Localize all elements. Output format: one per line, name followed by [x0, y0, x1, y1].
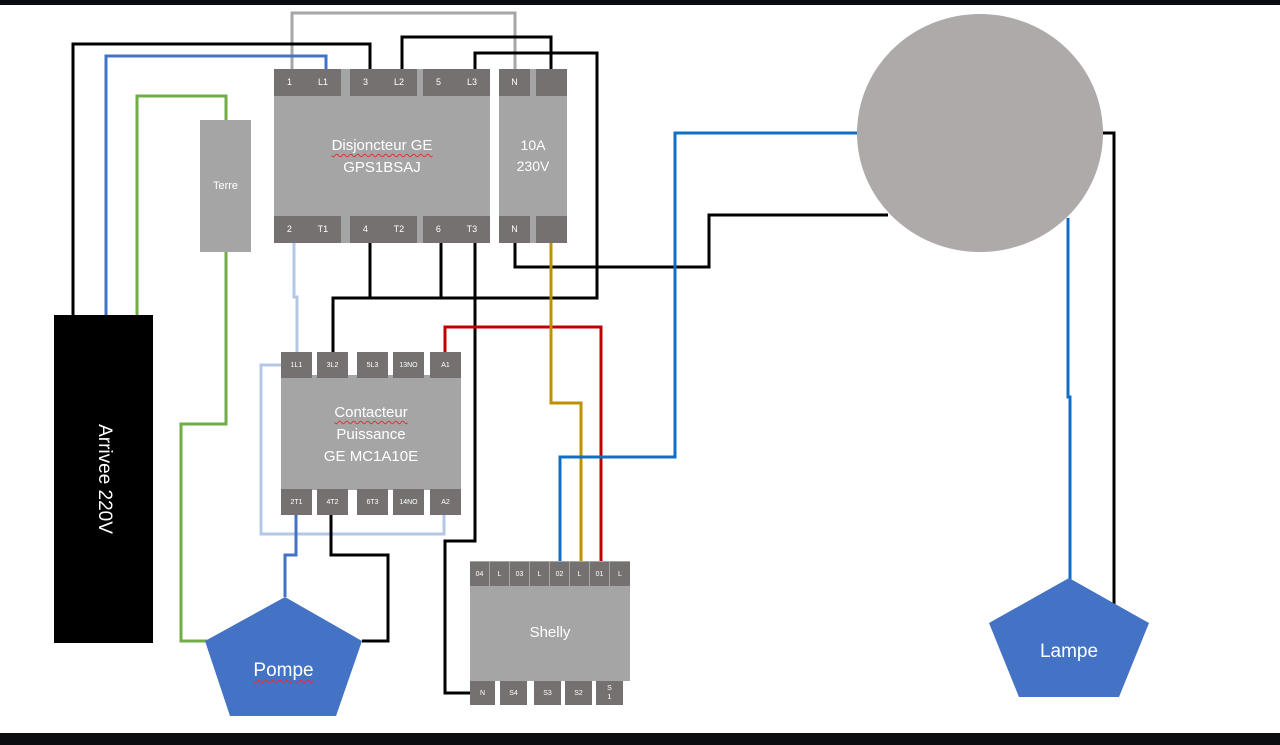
top-frame-bar: [0, 0, 1280, 5]
shelly-label: Shelly: [529, 624, 571, 641]
fuse-label: 10A 230V: [499, 135, 567, 177]
shelly-terminal-s1: S 1: [596, 681, 623, 705]
power-supply-block: Arrivee 220V: [54, 315, 153, 643]
shelly-terminal-o4: 04: [470, 562, 489, 586]
shelly-terminal-n: N: [470, 681, 495, 705]
contactor-terminal-13no: 13NO: [393, 352, 424, 378]
breaker-label-line1: Disjoncteur GE: [274, 135, 490, 157]
contactor-label-line3: GE MC1A10E: [323, 448, 419, 465]
bottom-frame-bar: [0, 733, 1280, 745]
contactor-terminal-3l2: 3L2: [317, 352, 348, 378]
wire-lightblue-2-to-1l1: [292, 240, 299, 352]
pompe-label-text: Pompe: [253, 660, 314, 681]
breaker-terminal-1-l1: 1 L1: [274, 69, 341, 96]
breaker-name: Disjoncteur GE: [331, 137, 433, 154]
wire-green-earth-out: [179, 251, 228, 643]
shelly-terminal-s3: S3: [534, 681, 561, 705]
wire-green-earth-in: [135, 94, 228, 315]
terminal-label: L3: [466, 77, 477, 87]
contactor-terminal-a1: A1: [430, 352, 461, 378]
terminal-label: 6: [435, 224, 441, 234]
breaker-terminal-4-t2: 4 T2: [350, 216, 417, 243]
terminal-label: T2: [393, 224, 405, 234]
wire-grey-neutral: [290, 11, 517, 70]
fuse-terminal-l-top: [536, 69, 567, 96]
contactor-label-line2: Puissance: [336, 426, 406, 443]
terminal-label: 5: [435, 77, 441, 87]
breaker-label-line2: GPS1BSAJ: [343, 159, 421, 176]
lampe-label: Lampe: [1039, 641, 1099, 662]
earth-block: Terre: [200, 120, 251, 252]
contactor-name: Contacteur: [334, 404, 408, 421]
wire-lightblue-loop: [259, 363, 446, 536]
wire-blue-neutral-in: [104, 54, 328, 315]
contactor-terminal-2t1: 2T1: [281, 489, 312, 515]
shelly-terminal-l4: L: [490, 562, 509, 586]
shelly-terminal-l3: L: [530, 562, 549, 586]
pompe-label: Pompe: [205, 660, 362, 682]
fuse-terminal-n-top: N: [499, 69, 530, 96]
shelly-terminal-s4: S4: [500, 681, 527, 705]
shelly-terminal-o1: 01: [590, 562, 609, 586]
breaker-terminal-3-l2: 3 L2: [350, 69, 417, 96]
fuse-terminal-l-bottom: [536, 216, 567, 243]
contactor: Contacteur Puissance GE MC1A10E: [281, 375, 461, 490]
shelly-terminal-l2: L: [570, 562, 589, 586]
earth-label: Terre: [212, 180, 239, 192]
fuse-rating: 10A: [520, 137, 546, 153]
wire-black-l3-loop: [368, 51, 599, 300]
wire-yellow-fuse-shelly-l: [549, 240, 583, 562]
wire-black-phase-in: [71, 42, 372, 315]
wire-red-a1-o1: [443, 325, 603, 562]
contactor-terminal-14no: 14NO: [393, 489, 424, 515]
fuse-block: 10A 230V: [499, 69, 567, 243]
contactor-terminal-a2: A2: [430, 489, 461, 515]
contactor-terminal-1l1: 1L1: [281, 352, 312, 378]
shelly-terminal-l1: L: [610, 562, 630, 586]
terminal-label: T1: [317, 224, 329, 234]
terminal-label: 1: [286, 77, 292, 87]
contactor-label: Contacteur Puissance GE MC1A10E: [281, 402, 461, 468]
wire-black-fuse-n-to-circle: [513, 213, 888, 269]
wire-blue-2t1-pompe: [283, 514, 298, 597]
contactor-label-line1: Contacteur: [281, 402, 461, 424]
fuse-terminal-n-bottom: N: [499, 216, 530, 243]
wire-black-t3-shelly-n: [443, 240, 477, 695]
breaker-terminal-2-t1: 2 T1: [274, 216, 341, 243]
lampe-shape: [989, 578, 1149, 697]
circuit-breaker: Disjoncteur GE GPS1BSAJ: [274, 69, 490, 243]
pompe-shape: [205, 597, 362, 716]
contactor-terminal-4t2: 4T2: [317, 489, 348, 515]
junction-circle: [857, 14, 1103, 252]
contactor-terminal-6t3: 6T3: [357, 489, 388, 515]
shelly-terminal-o3: 03: [510, 562, 529, 586]
terminal-label: 2: [286, 224, 292, 234]
contactor-terminal-5l3: 5L3: [357, 352, 388, 378]
terminal-label: L1: [317, 77, 328, 87]
fuse-voltage: 230V: [516, 158, 550, 174]
breaker-terminal-6-t3: 6 T3: [423, 216, 490, 243]
breaker-label: Disjoncteur GE GPS1BSAJ: [274, 135, 490, 179]
terminal-label: 3: [362, 77, 368, 87]
shelly-terminal-s2: S2: [565, 681, 592, 705]
wire-blue-circle-o2: [558, 131, 858, 562]
terminal-label: 4: [362, 224, 368, 234]
terminal-label: L2: [393, 77, 404, 87]
breaker-terminal-5-l3: 5 L3: [423, 69, 490, 96]
shelly-terminal-o2: 02: [550, 562, 569, 586]
wire-black-4t2-pompe: [329, 514, 390, 643]
wire-blue-circle-lampe: [1066, 218, 1072, 580]
terminal-label: T3: [466, 224, 478, 234]
wire-black-to-3l2: [331, 296, 370, 352]
power-supply-label: Arrivee 220V: [93, 424, 115, 534]
wire-black-circle-lampe: [1103, 131, 1116, 604]
